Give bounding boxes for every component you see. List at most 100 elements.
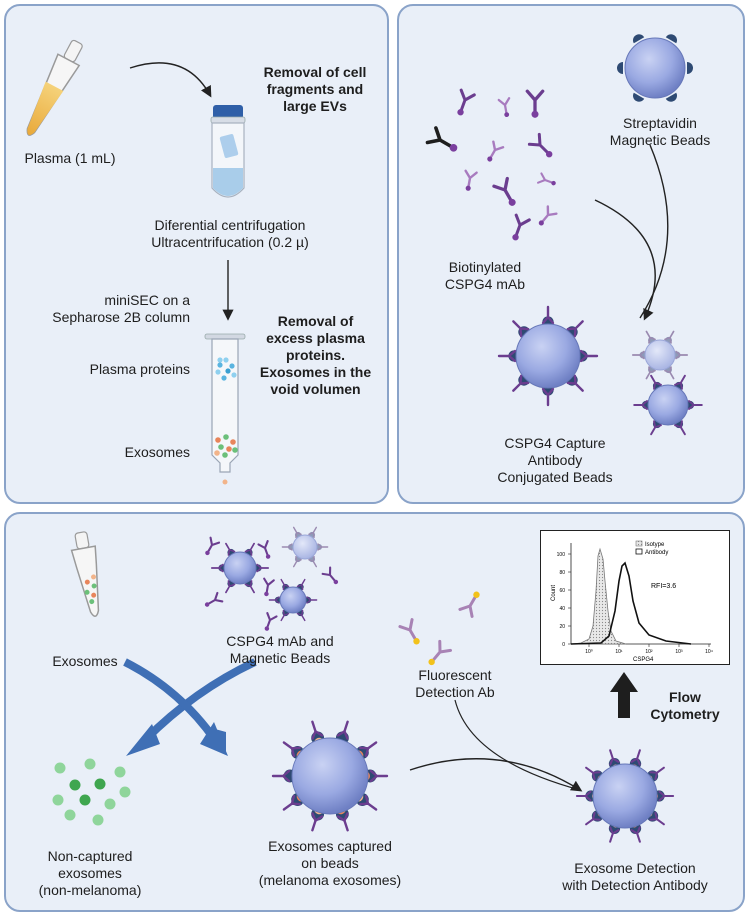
bead-antibody — [271, 769, 291, 783]
capture-antibody-beads — [497, 305, 703, 436]
flow-cytometry-arrow-icon — [610, 672, 638, 718]
protein-particle — [217, 357, 223, 363]
bead-antibody — [306, 596, 318, 604]
legend-antibody-swatch — [635, 548, 643, 555]
exosome-particle — [232, 447, 238, 453]
arrow-plasma-to-centrifuge — [129, 62, 212, 98]
column-protein-band — [215, 357, 237, 381]
bead-antibody — [541, 305, 555, 325]
x-tick-label: 10⁴ — [705, 649, 713, 655]
protein-particle — [215, 369, 221, 375]
y-tick-label: 40 — [559, 606, 565, 612]
capture-line-3: Conjugated Beads — [497, 469, 613, 485]
bead-antibody — [280, 578, 290, 591]
arrowhead-captured — [200, 722, 228, 756]
exosome-dot — [79, 794, 91, 806]
exosome-particle — [214, 450, 220, 456]
bead-antibody — [497, 349, 517, 363]
biotin-dot — [465, 185, 471, 191]
bead-antibody — [210, 563, 224, 573]
streptavidin-icon — [617, 62, 623, 74]
removal-cells-line-3: large EVs — [283, 98, 347, 114]
streptavidin-icon — [665, 92, 677, 102]
antibody-icon — [257, 540, 271, 559]
noncaptured-line-1: Non-captured — [47, 848, 133, 864]
fluorophore-dot — [428, 658, 435, 666]
exosome-dot — [52, 794, 64, 806]
antibody-icon — [492, 176, 516, 206]
streptavidin-icon — [633, 34, 645, 44]
streptavidin-line-2: Magnetic Beads — [609, 132, 711, 148]
centrifugation-line-2: Ultracentrifucation (0.2 µ) — [151, 234, 309, 250]
removal-proteins-text: Removal of excess plasma proteins. Exoso… — [248, 313, 383, 398]
exosome-particle — [218, 444, 224, 450]
plasma-label: Plasma (1 mL) — [24, 150, 116, 166]
y-tick-label: 60 — [559, 588, 565, 594]
exosome-dot — [92, 814, 104, 826]
flow-line-1: Flow — [669, 689, 701, 705]
removal-cells-text: Removal of cell fragments and large EVs — [250, 64, 380, 115]
noncaptured-line-3: (non-melanoma) — [38, 882, 142, 898]
protein-particle — [225, 368, 231, 374]
captured-line-3: (melanoma exosomes) — [258, 872, 402, 888]
antibody-icon — [537, 172, 556, 186]
bead-antibody — [317, 543, 329, 551]
sec-column-icon — [204, 333, 246, 485]
noncaptured-text: Non-captured exosomes (non-melanoma) — [30, 848, 150, 899]
centrifuge-tube-icon — [210, 105, 246, 198]
biotin-dot — [487, 156, 493, 162]
antibody-icon — [527, 132, 553, 158]
bead-antibody — [566, 374, 584, 392]
bead-antibody — [225, 542, 236, 556]
detection-line-1: Exosome Detection — [574, 860, 696, 876]
removal-proteins-line-5: void volumen — [270, 381, 361, 397]
captured-line-1: Exosomes captured — [268, 838, 392, 854]
biotin-dot — [508, 198, 516, 206]
antibody-icon — [263, 577, 275, 597]
exosome-particle — [215, 437, 221, 443]
streptavidin-icon — [665, 34, 677, 44]
bead-antibody — [292, 526, 302, 538]
exosomes-label: Exosomes — [52, 653, 118, 669]
bead-antibody — [631, 350, 645, 360]
magnetic-bead — [592, 763, 658, 829]
exosome-dot — [69, 779, 81, 791]
y-tick-label: 100 — [557, 552, 566, 558]
free-antibodies — [425, 88, 558, 241]
bead-antibody — [308, 556, 318, 568]
magnetic-bead — [515, 323, 581, 389]
mab-and-beads-mix — [204, 526, 339, 631]
isotype-curve — [570, 547, 627, 645]
antibody-icon — [497, 97, 511, 118]
mab-beads-line-1: CSPG4 mAb and — [226, 633, 334, 649]
antibody-icon — [464, 169, 478, 191]
magnetic-bead — [644, 339, 676, 371]
exosome-tube-icon — [70, 531, 100, 617]
bead-antibody — [633, 400, 648, 410]
streptavidin-icon — [687, 62, 693, 74]
x-axis-label: CSPG4 — [633, 657, 654, 663]
antibody-icon — [204, 591, 224, 607]
protein-particle — [221, 375, 227, 381]
mab-beads-text: CSPG4 mAb and Magnetic Beads — [210, 633, 350, 667]
capture-line-1: CSPG4 Capture — [504, 435, 606, 451]
y-axis-label: Count — [551, 585, 557, 601]
antibody-icon — [512, 213, 531, 241]
bead-antibody — [688, 400, 703, 410]
bead-antibody — [650, 420, 662, 436]
exosome-particle — [230, 439, 236, 445]
minisec-text: miniSEC on a Sepharose 2B column — [40, 292, 190, 326]
bead-antibody — [296, 609, 306, 622]
legend-isotype-swatch — [635, 540, 643, 547]
antibody-icon — [538, 205, 558, 226]
magnetic-bead — [624, 37, 686, 99]
antibody-curve — [570, 561, 692, 645]
biotin-dot — [512, 234, 519, 241]
biotin-dot — [265, 554, 271, 559]
antibody-icon — [425, 126, 458, 152]
capture-line-2: Antibody — [527, 452, 583, 468]
removal-proteins-line-1: Removal of — [277, 313, 354, 329]
biotin-dot — [551, 180, 556, 186]
fluorescent-text: Fluorescent Detection Ab — [395, 667, 515, 701]
bead-antibody — [674, 374, 686, 390]
